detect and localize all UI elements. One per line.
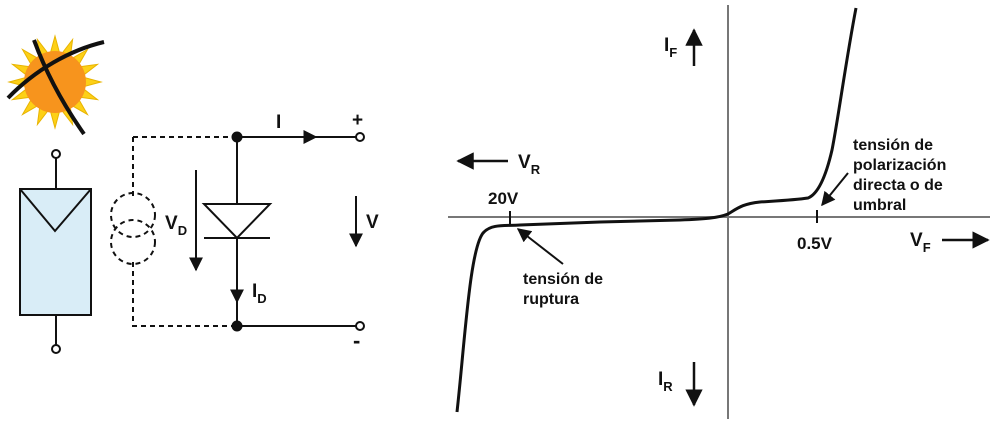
output-voltage-label: V xyxy=(366,212,379,233)
current-label: I xyxy=(276,112,281,133)
threshold-pointer xyxy=(821,172,849,207)
breakdown-annotation: tensión de ruptura xyxy=(523,271,607,308)
terminal-minus xyxy=(355,321,365,331)
breakdown-pointer xyxy=(516,228,564,265)
iv-curve xyxy=(455,7,858,413)
node-top xyxy=(231,131,243,143)
dashed-wire-bottom xyxy=(132,262,237,327)
tick-05v-label: 0.5V xyxy=(797,234,833,253)
diode-current-label: ID xyxy=(252,281,267,306)
circuit-labels: I + - VD ID V xyxy=(165,110,379,353)
node-bottom xyxy=(231,320,243,332)
minus-terminal-label: - xyxy=(353,328,360,353)
threshold-annotation: tensión de polarización directa o de umb… xyxy=(853,137,951,214)
crossed-out-sun-icon xyxy=(6,34,105,136)
equivalent-circuit xyxy=(110,130,365,332)
plus-terminal-label: + xyxy=(352,110,363,131)
if-label: IF xyxy=(664,35,677,60)
diode-voltage-label: VD xyxy=(165,213,187,238)
sun-ray xyxy=(49,34,61,53)
tick-20v-label: 20V xyxy=(488,189,519,208)
sun-ray xyxy=(49,111,61,130)
terminal-plus xyxy=(355,132,365,142)
current-source-circle-2 xyxy=(110,219,156,265)
vr-label: VR xyxy=(518,152,541,177)
current-source-circle-1 xyxy=(110,192,156,238)
solar-panel-icon xyxy=(19,149,92,354)
sun-ray xyxy=(84,76,103,88)
diode-symbol xyxy=(201,203,273,240)
ir-label: IR xyxy=(658,369,673,394)
vf-label: VF xyxy=(910,230,931,255)
iv-characteristic-graph xyxy=(448,5,990,419)
graph-labels: IF IR VR VF 20V 0.5V tensión de ruptura … xyxy=(488,35,951,394)
